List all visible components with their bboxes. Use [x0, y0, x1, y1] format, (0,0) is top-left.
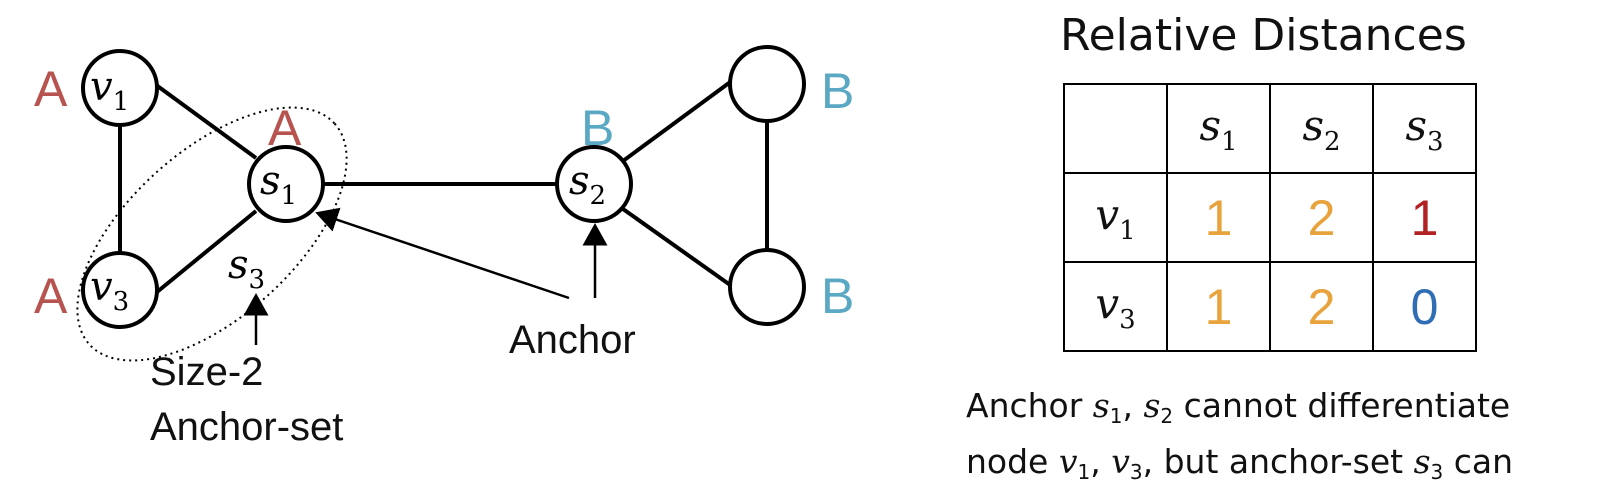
group-label-s2: B [581, 100, 614, 156]
node-s1-label: s1 [260, 158, 297, 211]
table-corner-cell [1063, 83, 1168, 174]
node-v3-label: v3 [90, 264, 129, 317]
cell-v3-s3: 0 [1372, 261, 1477, 352]
node-v1-label: v1 [90, 64, 129, 117]
group-label-v1: A [34, 61, 68, 117]
edge-v3-s1 [155, 209, 258, 294]
node-v1 [81, 49, 159, 127]
caption-line1: Anchor s1, s2 cannot differentiate [966, 386, 1511, 428]
node-v3 [81, 251, 159, 329]
cell-v1-s3: 1 [1372, 172, 1477, 263]
edge-s2-top-right [621, 78, 735, 163]
relative-distance-table: s1 s2 s3 v1 1 2 1 v3 1 2 0 [1063, 83, 1477, 352]
table-header-row: s1 s2 s3 [1063, 83, 1477, 174]
cell-v3-s2: 2 [1269, 261, 1374, 352]
node-bottom-right [728, 248, 806, 326]
edge-s2-bottom-right [621, 207, 735, 289]
anchor-label: Anchor [509, 318, 636, 362]
node-s1 [247, 145, 325, 223]
col-header-s1: s1 [1166, 83, 1271, 174]
col-header-s2: s2 [1269, 83, 1374, 174]
node-top-right [728, 45, 806, 123]
node-s2-label: s2 [569, 158, 606, 211]
anchor-set-caption-line1: Size-2 [150, 350, 264, 394]
group-label-v3: A [34, 268, 68, 324]
row-header-v3: v3 [1063, 261, 1168, 352]
caption: Anchor s1, s2 cannot differentiate node … [966, 383, 1513, 490]
group-label-bottom-right: B [821, 268, 854, 324]
cell-v1-s1: 1 [1166, 172, 1271, 263]
group-label-s1: A [268, 100, 302, 156]
col-header-s3: s3 [1372, 83, 1477, 174]
edge-v1-s1 [150, 80, 258, 160]
caption-line2: node v1, v3, but anchor-set s3 can [966, 442, 1514, 484]
arrow-to-s1 [315, 207, 570, 300]
anchor-set-caption-line2: Anchor-set [150, 405, 344, 449]
table-title: Relative Distances [1060, 10, 1467, 61]
table-row: v1 1 2 1 [1063, 172, 1477, 263]
group-label-top-right: B [821, 63, 854, 119]
row-header-v1: v1 [1063, 172, 1168, 263]
cell-v3-s1: 1 [1166, 261, 1271, 352]
table-row: v3 1 2 0 [1063, 261, 1477, 352]
node-s2 [555, 145, 633, 223]
cell-v1-s2: 2 [1269, 172, 1374, 263]
anchor-set-ellipse [76, 106, 348, 362]
anchor-set-s3-label: s3 [228, 242, 265, 295]
